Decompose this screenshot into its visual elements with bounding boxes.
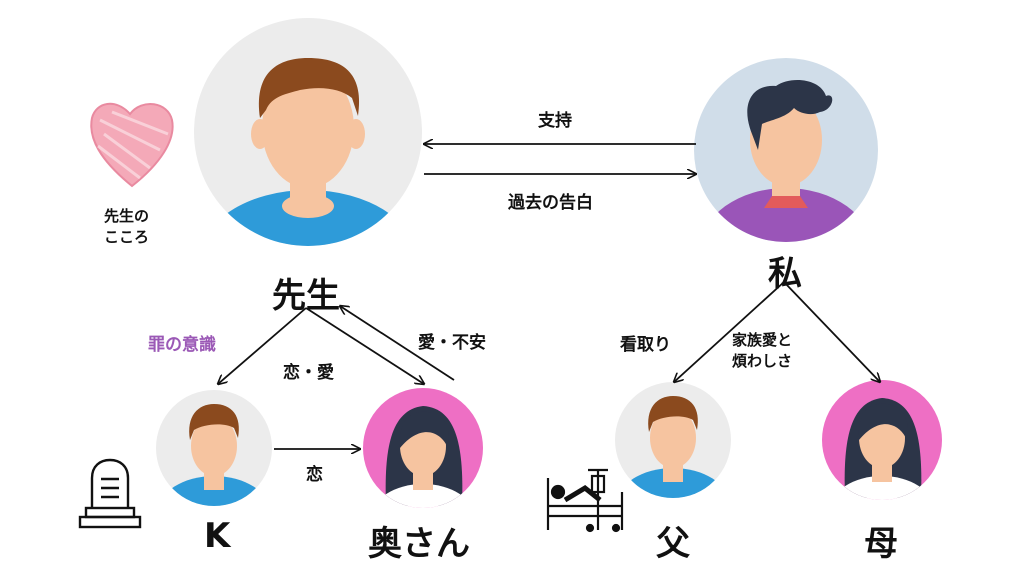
label-love-anxiety: 愛・不安 [418, 333, 486, 353]
arrow-watashi-to-chichi [674, 281, 785, 382]
label-guilt: 罪の意識 [148, 335, 216, 355]
label-family-line2: 煩わしさ [732, 352, 793, 370]
label-support: 支持 [538, 111, 572, 131]
k-avatar [156, 390, 272, 506]
label-family-line1: 家族愛と [732, 331, 793, 349]
watashi-name: 私 [768, 254, 802, 294]
label-k-love: 恋 [306, 465, 323, 485]
okusan-avatar [363, 388, 483, 508]
k-name: K [204, 516, 231, 556]
haha-avatar [822, 380, 942, 500]
heart-caption-line1: 先生の [104, 207, 150, 225]
hospital-bed-icon [546, 468, 624, 533]
label-confession: 過去の告白 [508, 193, 593, 213]
arrow-sensei-to-okusan [305, 307, 424, 384]
arrows [218, 144, 880, 449]
okusan-name: 奥さん [368, 524, 470, 564]
arrow-okusan-to-sensei [340, 306, 455, 381]
heart-icon [90, 102, 174, 188]
label-nursing: 看取り [620, 335, 671, 355]
chichi-name: 父 [656, 524, 690, 564]
arrow-watashi-to-haha [783, 281, 880, 382]
sensei-avatar [194, 18, 422, 246]
heart-caption: 先生の こころ [104, 206, 149, 248]
watashi-avatar [694, 58, 878, 242]
label-family: 家族愛と 煩わしさ [732, 330, 792, 372]
heart-caption-line2: こころ [104, 228, 150, 246]
label-love-to-wife: 恋・愛 [283, 363, 334, 383]
arrow-sensei-to-k [218, 307, 307, 384]
haha-name: 母 [864, 524, 898, 564]
sensei-name: 先生 [272, 276, 340, 316]
chichi-avatar [615, 382, 731, 498]
gravestone-icon [78, 458, 142, 529]
